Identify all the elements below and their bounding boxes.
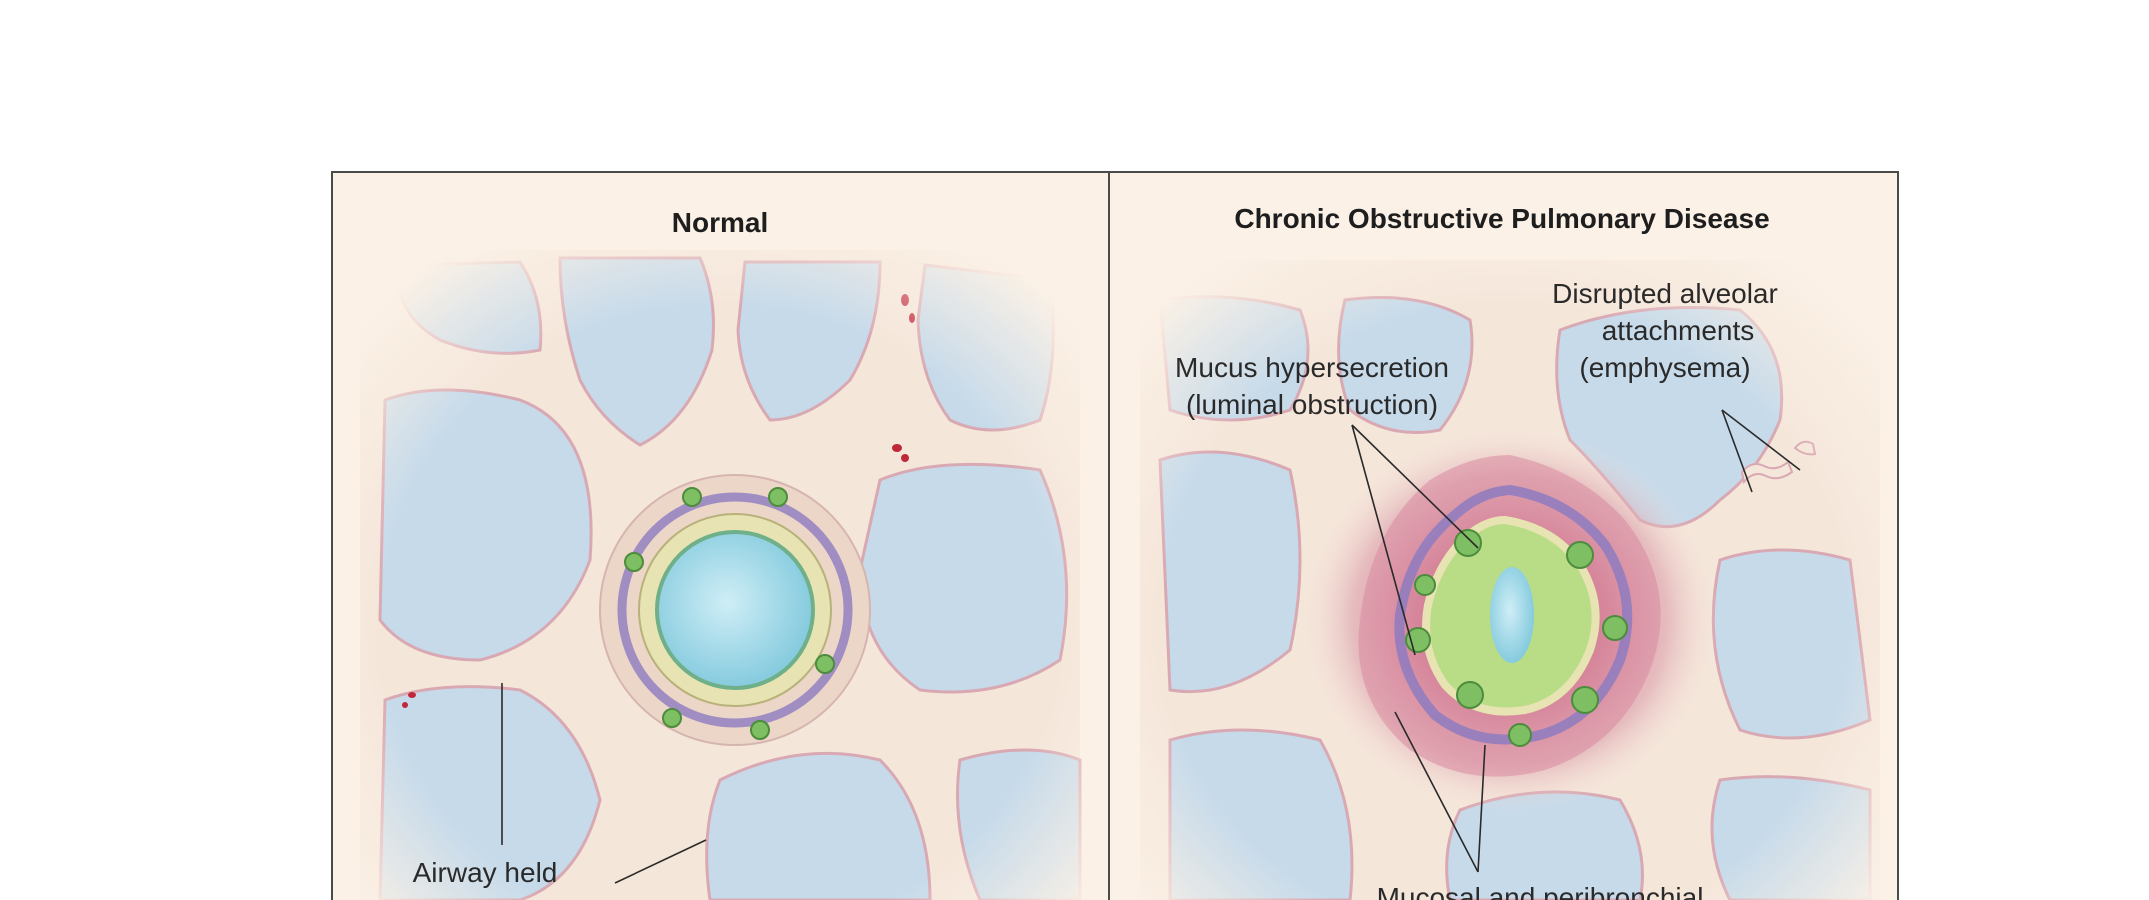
normal-title: Normal xyxy=(672,207,768,238)
airway-held-label: Airway held xyxy=(413,857,558,888)
copd-fade xyxy=(1110,172,1898,900)
mucus-leader-1 xyxy=(1351,424,1479,549)
mucus-label-line2: (luminal obstruction) xyxy=(1186,389,1438,420)
mucus-label-line1: Mucus hypersecretion xyxy=(1175,352,1449,383)
copd-panel: Chronic Obstructive Pulmonary Disease Mu… xyxy=(1110,172,1898,900)
mucosal-leader-2 xyxy=(1477,744,1486,873)
disrupted-leader-1 xyxy=(1721,409,1753,493)
mucus-leader-2 xyxy=(1351,424,1416,656)
figure-border xyxy=(331,171,1899,900)
disrupted-label-line1: Disrupted alveolar xyxy=(1552,278,1778,309)
normal-fade xyxy=(332,172,1108,900)
normal-panel: Normal Airway held xyxy=(332,172,1108,900)
disrupted-label-line3: (emphysema) xyxy=(1579,352,1750,383)
airway-held-leader-2 xyxy=(614,839,707,884)
copd-title: Chronic Obstructive Pulmonary Disease xyxy=(1234,203,1769,234)
disrupted-leader-2 xyxy=(1721,409,1801,471)
mucosal-label-line1: Mucosal and peribronchial xyxy=(1377,882,1704,900)
disrupted-label-line2: attachments xyxy=(1602,315,1755,346)
mucosal-leader-1 xyxy=(1394,711,1479,873)
